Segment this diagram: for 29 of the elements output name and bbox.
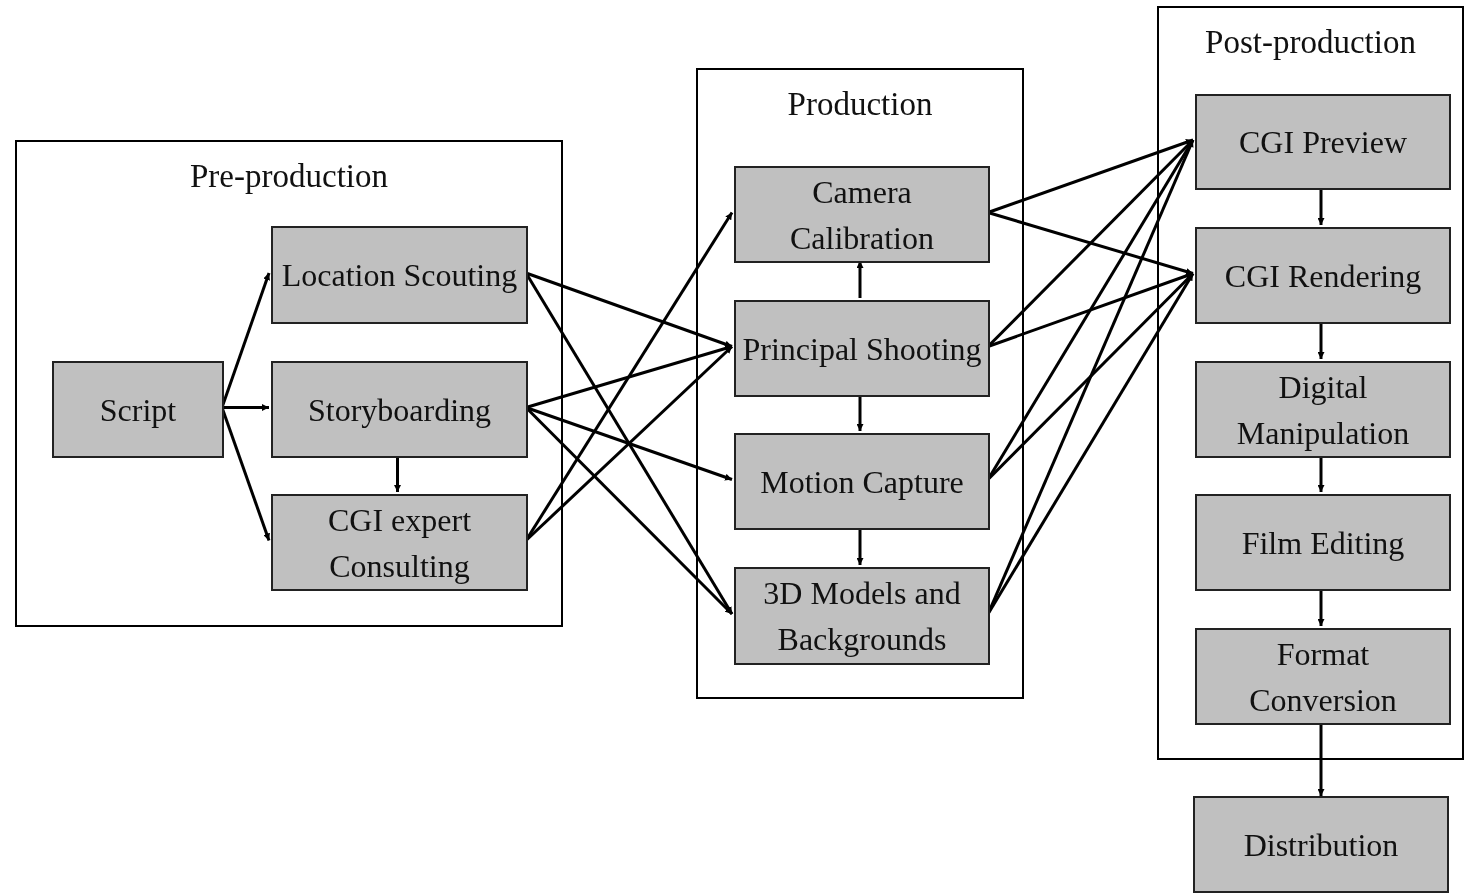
arrow: [1317, 188, 1325, 225]
process-box: CGI expert Consulting: [271, 494, 528, 591]
process-box: Film Editing: [1195, 494, 1451, 591]
stage-panel: [1157, 6, 1464, 760]
stage-panel: [15, 140, 563, 627]
process-box: Motion Capture: [734, 433, 990, 530]
process-box: Format Conversion: [1195, 628, 1451, 725]
process-box: CGI Rendering: [1195, 227, 1451, 324]
process-box: Principal Shooting: [734, 300, 990, 397]
arrow: [856, 528, 864, 565]
stage-panel: [696, 68, 1024, 699]
arrow: [1317, 589, 1325, 626]
process-box: CGI Preview: [1195, 94, 1451, 190]
process-box: 3D Models and Backgrounds: [734, 567, 990, 665]
stage-title: Post-production: [1204, 23, 1417, 62]
arrow: [1317, 456, 1325, 492]
arrow: [1317, 322, 1325, 359]
arrow: [394, 456, 401, 492]
stage-title: Production: [786, 85, 934, 124]
process-box: Location Scouting: [271, 226, 528, 324]
process-box: Storyboarding: [271, 361, 528, 458]
process-box: Distribution: [1193, 796, 1449, 893]
stage-title: Pre-production: [189, 157, 389, 196]
process-box: Digital Manipulation: [1195, 361, 1451, 458]
process-box: Script: [52, 361, 224, 458]
process-box: Camera Calibration: [734, 166, 990, 263]
arrow: [856, 261, 864, 298]
arrow: [856, 395, 864, 431]
arrow: [1317, 723, 1325, 796]
